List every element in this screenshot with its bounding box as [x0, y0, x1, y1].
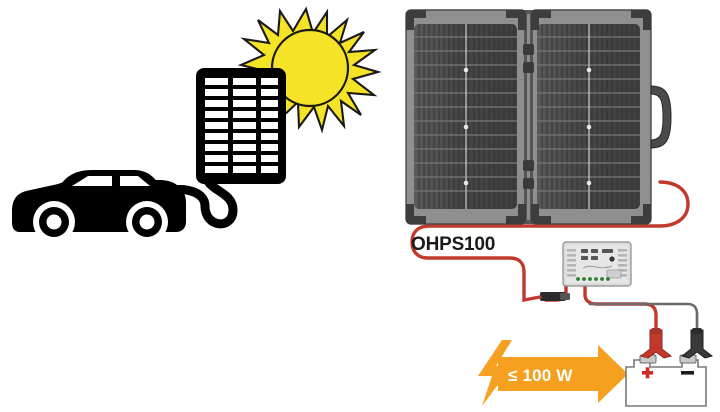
panel-cells-left: [414, 24, 517, 209]
panel-corner-brackets: [406, 10, 651, 224]
power-banner: [478, 340, 628, 406]
battery-positive-symbol: [642, 367, 653, 379]
panel-model-label: OHPS100: [411, 234, 496, 255]
panel-hinge: [523, 10, 534, 224]
battery-negative-symbol: [681, 371, 694, 375]
alligator-clip-positive: [639, 328, 673, 359]
negative-cable: [588, 302, 699, 332]
panel-cells-right: [537, 24, 640, 209]
controller-status-leds: [576, 277, 610, 281]
solar-panel-icon: [196, 68, 286, 184]
12v-battery: [625, 354, 707, 407]
power-rating-label: ≤ 100 W: [508, 366, 573, 385]
alligator-clip-negative: [680, 328, 714, 359]
solar-charge-controller: [562, 241, 632, 287]
mc4-connector: [522, 290, 570, 303]
portable-solar-panel: [405, 9, 672, 225]
car-icon: [12, 170, 186, 243]
carry-handle: [650, 85, 672, 149]
